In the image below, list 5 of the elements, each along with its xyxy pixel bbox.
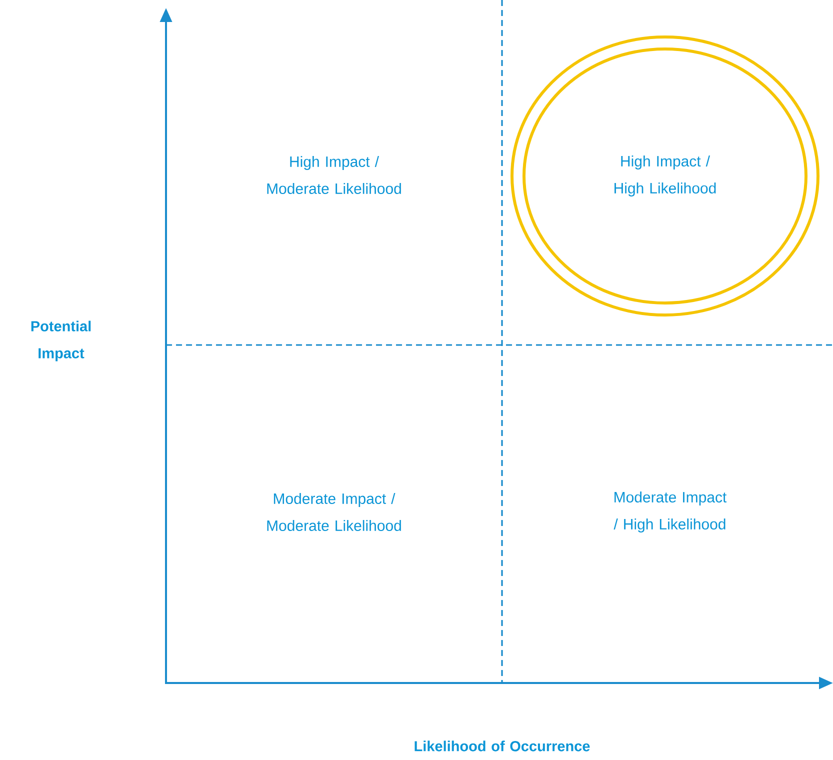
axis-title: Likelihood of Occurrence (414, 740, 590, 752)
quadrant-label: Moderate Impact / High Likelihood (614, 492, 727, 532)
quadrant-label: High Impact / Moderate Likelihood (267, 156, 401, 194)
axis-title: Potential Impact (31, 320, 91, 362)
quadrant-label: Moderate Impact / Moderate Likelihood (267, 493, 401, 531)
